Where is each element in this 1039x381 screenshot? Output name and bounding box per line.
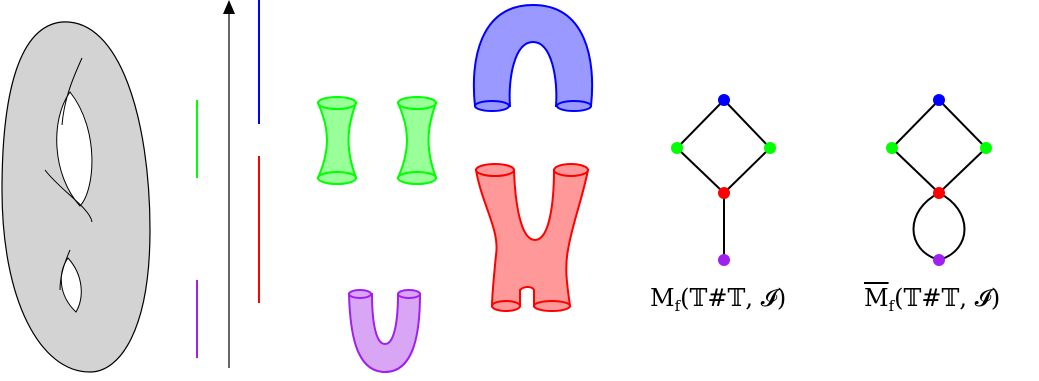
graph-2-caption-args: (𝕋#𝕋, 𝓘) bbox=[894, 284, 1001, 312]
axis-arrowhead bbox=[223, 0, 235, 14]
graph-1-caption: Mf(𝕋#𝕋, 𝓘) bbox=[650, 284, 786, 315]
graph-2-caption-base: M bbox=[864, 284, 889, 312]
upper-handle-crease-2 bbox=[44, 169, 93, 223]
graph-2-min-vertex bbox=[933, 254, 945, 266]
graph-1-caption-base: M bbox=[650, 284, 675, 312]
graph-1-saddle-right-vertex bbox=[764, 142, 776, 154]
height-axis bbox=[223, 0, 235, 368]
graph-2-saddle-vertex bbox=[933, 187, 945, 199]
red-pants bbox=[474, 163, 590, 312]
graph-1-max-vertex bbox=[718, 94, 730, 106]
genus-two-surface bbox=[1, 21, 151, 373]
graph-1-saddle-left-vertex bbox=[671, 142, 683, 154]
blue-arch bbox=[472, 3, 594, 112]
graph-1-saddle-vertex bbox=[718, 187, 730, 199]
upper-hole bbox=[56, 91, 93, 207]
green-cylinder-right bbox=[396, 96, 438, 185]
graph-2-caption: Mf(𝕋#𝕋, 𝓘) bbox=[864, 284, 1000, 315]
upper-handle-crease bbox=[61, 57, 83, 126]
graph-1-caption-args: (𝕋#𝕋, 𝓘) bbox=[680, 284, 787, 312]
graph-2 bbox=[886, 94, 992, 266]
graph-2-max-vertex bbox=[933, 94, 945, 106]
graph-2-caption-sub: f bbox=[888, 297, 895, 315]
graph-1-caption-sub: f bbox=[674, 297, 681, 315]
graph-1-min-vertex bbox=[718, 254, 730, 266]
lower-handle-crease bbox=[59, 249, 71, 291]
graph-1 bbox=[671, 94, 776, 266]
graph-2-saddle-right-vertex bbox=[980, 142, 992, 154]
purple-cup bbox=[347, 289, 422, 374]
graph-2-saddle-left-vertex bbox=[886, 142, 898, 154]
green-cylinder-left bbox=[316, 96, 358, 185]
